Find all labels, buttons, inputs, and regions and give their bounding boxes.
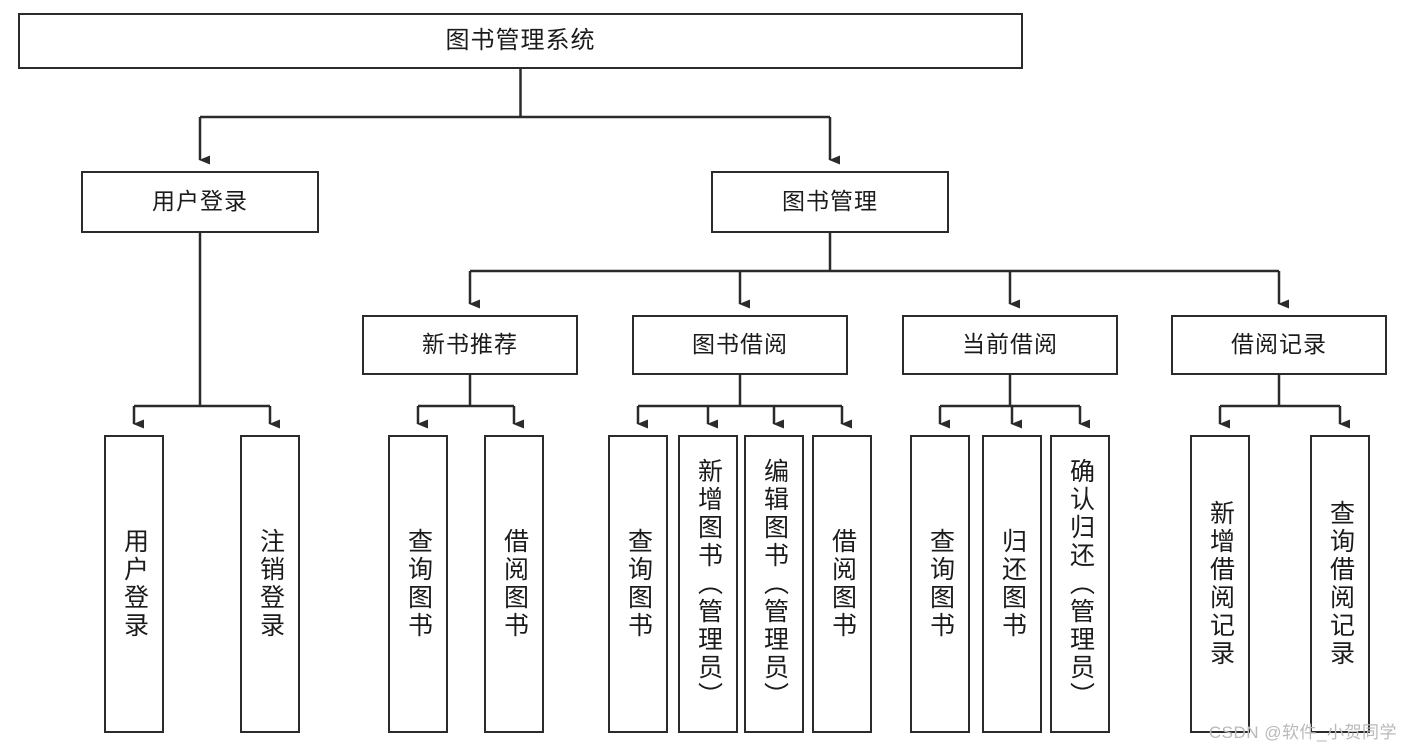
watermark-label: CSDN @软件_小贺同学 (1208, 723, 1397, 742)
node-new-book-recommend[interactable]: 新书推荐 (362, 315, 578, 375)
node-borrow-record[interactable]: 借阅记录 (1171, 315, 1387, 375)
node-label-leaf-query-book-1: 查询图书 (404, 528, 433, 640)
node-leaf-borrow-book-2[interactable]: 借阅图书 (812, 435, 872, 733)
node-label-book-manage: 图书管理 (782, 188, 878, 215)
node-label-leaf-query-book-2: 查询图书 (624, 528, 653, 640)
node-leaf-query-book-1[interactable]: 查询图书 (388, 435, 448, 733)
node-leaf-query-book-2[interactable]: 查询图书 (608, 435, 668, 733)
node-leaf-user-login[interactable]: 用户登录 (104, 435, 164, 733)
node-label-leaf-user-login: 用户登录 (120, 528, 149, 640)
node-user-login[interactable]: 用户登录 (81, 171, 319, 233)
node-leaf-add-book[interactable]: 新增图书（管理员） (678, 435, 738, 733)
node-label-new-book-recommend: 新书推荐 (422, 331, 518, 358)
node-label-leaf-logout: 注销登录 (256, 528, 285, 640)
node-book-manage[interactable]: 图书管理 (711, 171, 949, 233)
node-label-user-login: 用户登录 (152, 188, 248, 215)
node-leaf-query-book-3[interactable]: 查询图书 (910, 435, 970, 733)
node-leaf-add-record[interactable]: 新增借阅记录 (1190, 435, 1250, 733)
node-label-leaf-edit-book: 编辑图书（管理员） (760, 458, 789, 710)
node-leaf-borrow-book-1[interactable]: 借阅图书 (484, 435, 544, 733)
node-leaf-confirm-return[interactable]: 确认归还（管理员） (1050, 435, 1110, 733)
node-root[interactable]: 图书管理系统 (18, 13, 1023, 69)
node-book-borrow[interactable]: 图书借阅 (632, 315, 848, 375)
node-leaf-return-book[interactable]: 归还图书 (982, 435, 1042, 733)
node-leaf-edit-book[interactable]: 编辑图书（管理员） (744, 435, 804, 733)
node-label-leaf-borrow-book-1: 借阅图书 (500, 528, 529, 640)
node-label-root: 图书管理系统 (445, 26, 596, 54)
node-label-book-borrow: 图书借阅 (692, 331, 788, 358)
node-current-borrow[interactable]: 当前借阅 (902, 315, 1118, 375)
node-leaf-query-record[interactable]: 查询借阅记录 (1310, 435, 1370, 733)
node-leaf-logout[interactable]: 注销登录 (240, 435, 300, 733)
node-label-leaf-return-book: 归还图书 (998, 528, 1027, 640)
node-label-leaf-add-book: 新增图书（管理员） (694, 458, 723, 710)
node-label-leaf-query-record: 查询借阅记录 (1326, 500, 1355, 668)
node-label-leaf-borrow-book-2: 借阅图书 (828, 528, 857, 640)
node-label-borrow-record: 借阅记录 (1231, 331, 1327, 358)
node-label-leaf-confirm-return: 确认归还（管理员） (1066, 458, 1095, 710)
node-label-leaf-query-book-3: 查询图书 (926, 528, 955, 640)
node-label-leaf-add-record: 新增借阅记录 (1206, 500, 1235, 668)
node-label-current-borrow: 当前借阅 (962, 331, 1058, 358)
